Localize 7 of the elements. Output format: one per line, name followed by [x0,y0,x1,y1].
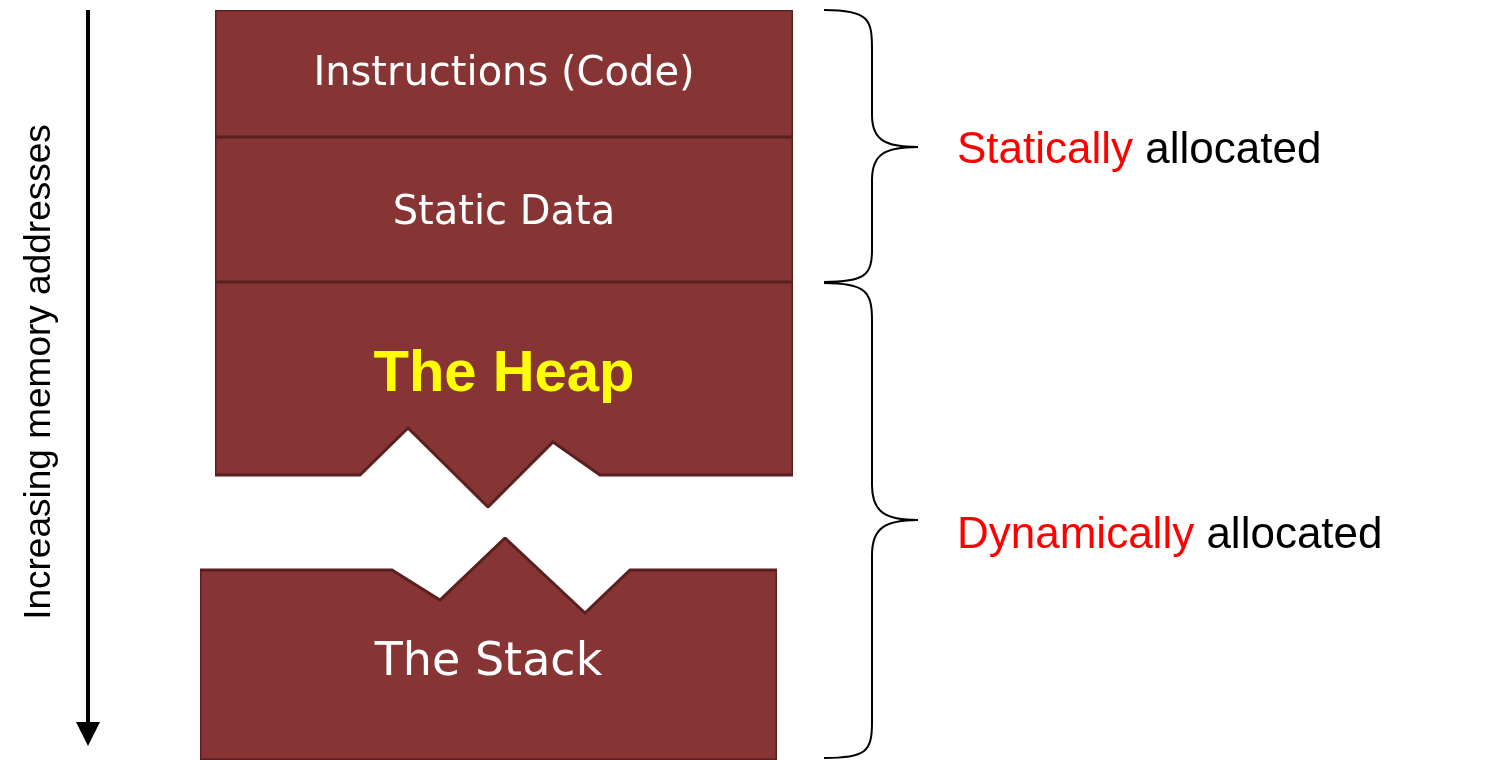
segment-label: The Stack [374,632,603,686]
segment-label: Instructions (Code) [313,48,695,94]
axis-label: Increasing memory addresses [16,124,59,620]
segment-label: The Heap [373,337,635,404]
bracket-label: Statically allocated [957,123,1322,173]
bracket-label: Dynamically allocated [957,508,1383,558]
segment-label: Static Data [392,187,616,233]
